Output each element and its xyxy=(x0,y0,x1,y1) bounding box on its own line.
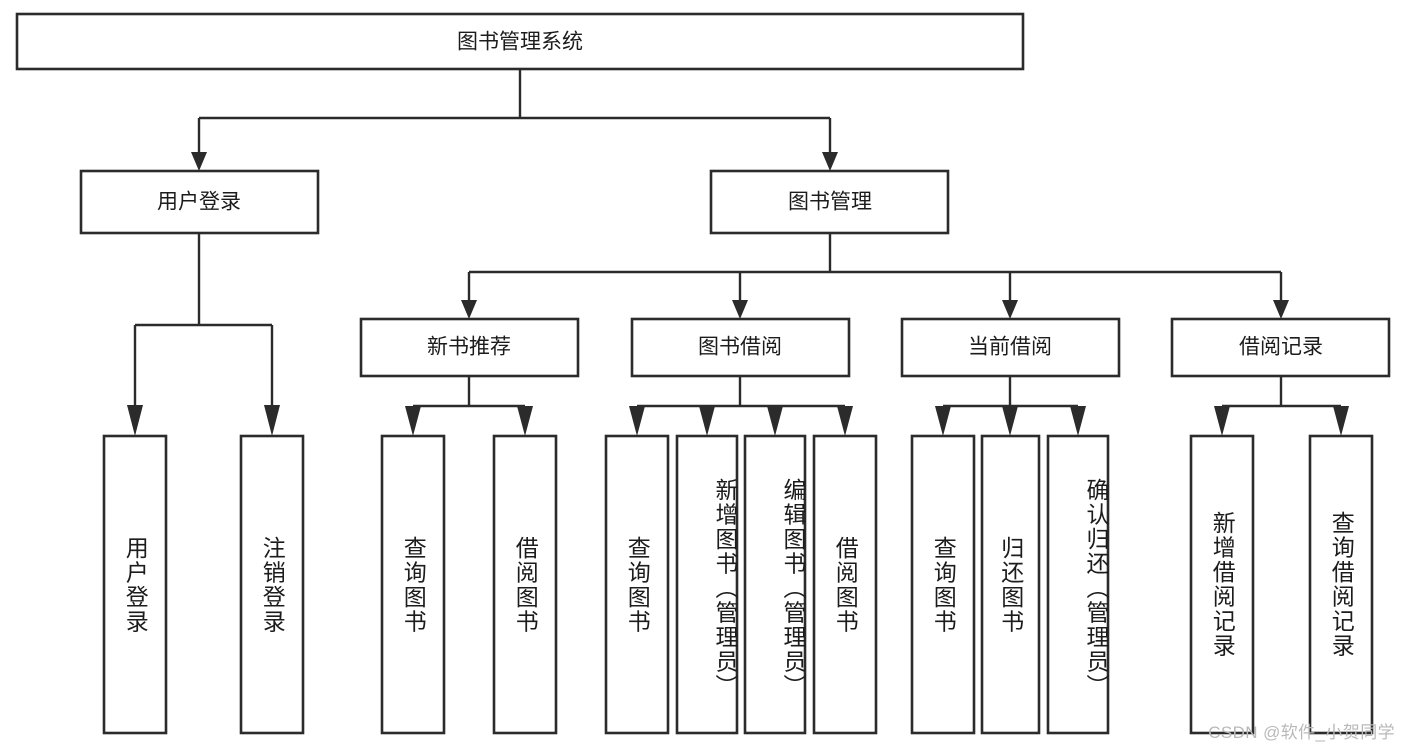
leaf-box-bb-edit-book[interactable] xyxy=(743,434,807,735)
arrowhead-bb-leaf-2 xyxy=(699,406,715,436)
node-current-borrow-box[interactable] xyxy=(900,317,1121,378)
leaf-box-cb-query-book[interactable] xyxy=(910,434,976,735)
arrowhead-borrow-record xyxy=(1273,300,1289,319)
leaf-box-br-add-record[interactable] xyxy=(1189,434,1255,735)
arrowhead-book-manage xyxy=(822,152,838,171)
node-root-label: 图书管理系统 xyxy=(457,31,583,54)
arrowhead-leaf-logout xyxy=(264,405,280,436)
arrowhead-nb-leaf-2 xyxy=(517,406,533,436)
leaf-box-bb-add-book[interactable] xyxy=(675,434,739,735)
leaf-box-cb-return-book[interactable] xyxy=(980,434,1041,735)
node-user-login-box[interactable] xyxy=(79,169,320,235)
leaf-box-user-login[interactable] xyxy=(102,434,168,735)
arrowhead-new-book xyxy=(461,300,477,319)
arrowhead-bb-leaf-3 xyxy=(767,406,783,436)
arrowhead-cb-leaf-2 xyxy=(1002,406,1018,436)
arrowhead-bb-leaf-1 xyxy=(629,406,645,436)
arrowhead-book-borrow xyxy=(732,300,748,319)
csdn-watermark: CSDN @软件_小贺同学 xyxy=(1208,723,1395,742)
node-root[interactable]: 图书管理系统 xyxy=(15,12,1025,71)
node-borrow-record-box[interactable] xyxy=(1170,317,1391,378)
nodes-layer: 图书管理系统 用户登录 图书管理 新书推荐 图书借阅 当前 xyxy=(15,12,1391,735)
node-root-box[interactable] xyxy=(15,12,1025,71)
arrowhead-nb-leaf-1 xyxy=(405,406,421,436)
node-user-login[interactable]: 用户登录 xyxy=(79,169,320,235)
leaf-box-logout[interactable] xyxy=(239,434,305,735)
arrowhead-br-leaf-2 xyxy=(1333,406,1349,436)
leaf-box-nb-query-book[interactable] xyxy=(380,434,446,735)
node-new-book-recommend-box[interactable] xyxy=(359,317,580,378)
node-borrow-record-label: 借阅记录 xyxy=(1239,336,1323,359)
leaf-box-bb-query-book[interactable] xyxy=(604,434,670,735)
node-current-borrow[interactable]: 当前借阅 xyxy=(900,317,1121,378)
arrowhead-cb-leaf-3 xyxy=(1070,406,1086,436)
node-new-book-recommend-label: 新书推荐 xyxy=(427,336,511,359)
node-current-borrow-label: 当前借阅 xyxy=(968,336,1052,359)
arrowhead-leaf-user-login xyxy=(127,405,143,436)
node-book-borrow-label: 图书借阅 xyxy=(698,336,782,359)
leaf-box-nb-borrow-book[interactable] xyxy=(492,434,558,735)
arrowhead-br-leaf-1 xyxy=(1214,406,1230,436)
connectors-layer xyxy=(127,69,1349,436)
arrowhead-bb-leaf-4 xyxy=(837,406,853,436)
node-new-book-recommend[interactable]: 新书推荐 xyxy=(359,317,580,378)
arrowhead-cb-leaf-1 xyxy=(935,406,951,436)
leaf-box-bb-borrow-book[interactable] xyxy=(812,434,878,735)
leaf-box-br-query-record[interactable] xyxy=(1308,434,1374,735)
node-book-manage-box[interactable] xyxy=(709,169,950,235)
node-user-login-label: 用户登录 xyxy=(157,191,241,214)
leaf-box-cb-confirm-return[interactable] xyxy=(1046,434,1110,735)
node-book-manage[interactable]: 图书管理 xyxy=(709,169,950,235)
node-borrow-record[interactable]: 借阅记录 xyxy=(1170,317,1391,378)
node-book-borrow-box[interactable] xyxy=(630,317,851,378)
node-book-manage-label: 图书管理 xyxy=(788,191,872,214)
arrowhead-user-login xyxy=(191,152,207,171)
arrowhead-current-borrow xyxy=(1002,300,1018,319)
node-book-borrow[interactable]: 图书借阅 xyxy=(630,317,851,378)
